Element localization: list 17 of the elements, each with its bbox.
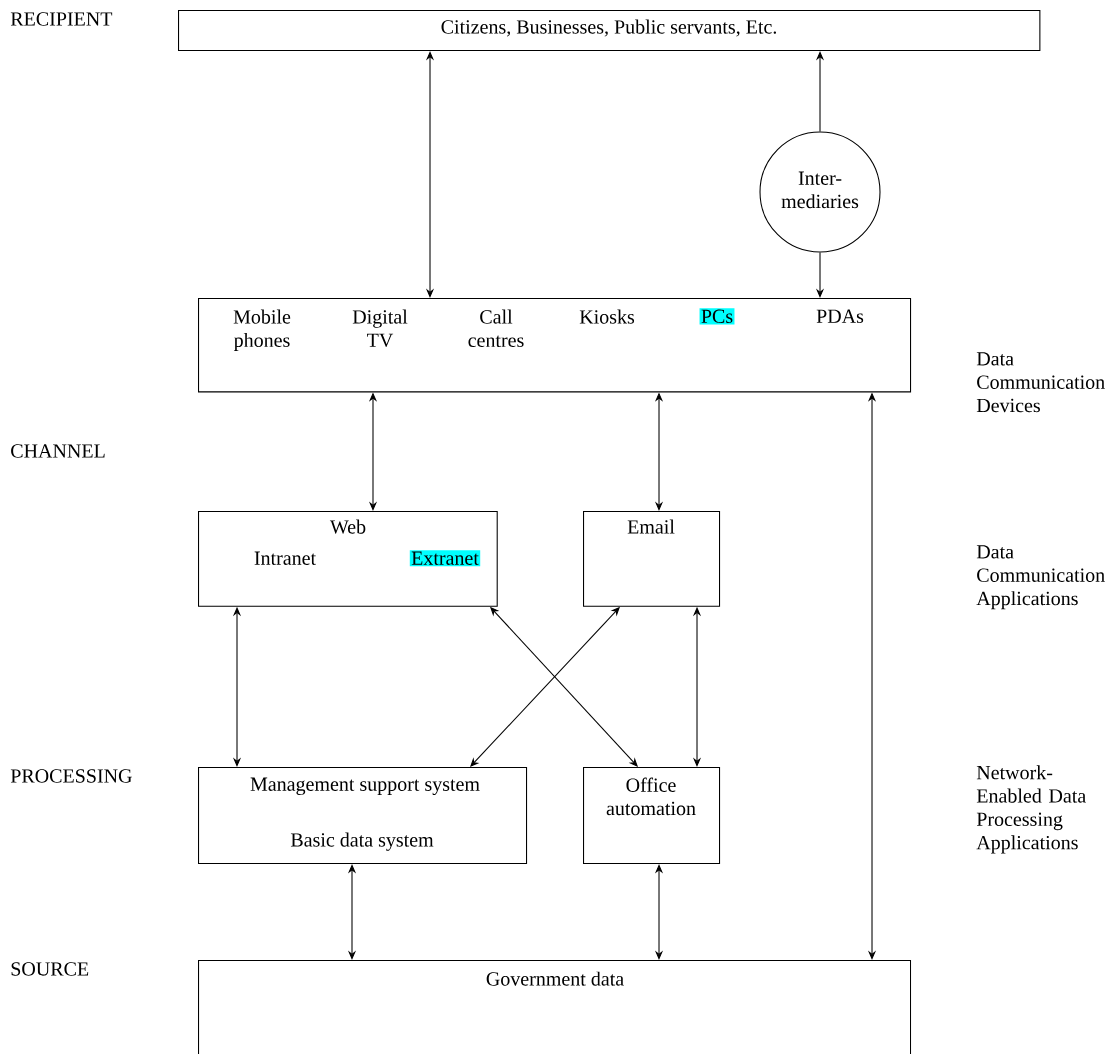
device-box: Mobile phones Digital TV Call centres Kiosks PCs PDAs xyxy=(198,298,912,393)
arrow xyxy=(425,51,435,298)
arrow xyxy=(654,864,664,960)
arrow xyxy=(347,864,357,960)
office-box: Office automation xyxy=(583,767,721,865)
level-label: PROCESSING xyxy=(10,769,132,783)
level-label: CHANNEL xyxy=(11,444,105,458)
layer-label: Network-Enabled Data Processing Applications xyxy=(976,765,1086,854)
layer-label: Data Communication Applications xyxy=(976,545,1105,610)
email-box: Email xyxy=(583,511,721,607)
system-box: Management support system Basic data system xyxy=(198,767,528,865)
level-label: SOURCE xyxy=(11,962,89,976)
recipient-box: Citizens, Businesses, Public servants, Etc. xyxy=(178,10,1041,52)
data-box: Government data xyxy=(198,960,912,1054)
layer-label: Data Communication Devices xyxy=(976,352,1105,413)
web-box: Web Intranet Extranet xyxy=(198,511,498,607)
level-label: RECIPIENT xyxy=(10,12,113,26)
